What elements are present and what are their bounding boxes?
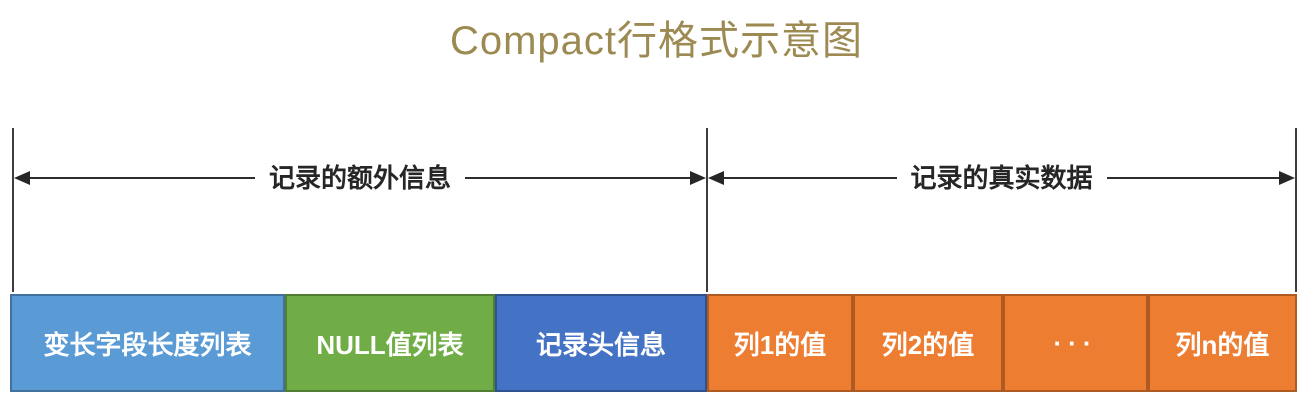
dimension-label-real-data: 记录的真实数据 xyxy=(910,163,1093,193)
row-cell-columnN-value: 列n的值 xyxy=(1148,294,1297,392)
diagram-title: Compact行格式示意图 xyxy=(449,19,864,63)
dimension-tick-left xyxy=(12,128,14,292)
dimension-line xyxy=(465,177,691,179)
row-cell-ellipsis: ··· xyxy=(1003,294,1148,392)
row-cell-record-header-info: 记录头信息 xyxy=(495,294,707,392)
arrowhead-right-icon xyxy=(1279,171,1296,185)
dimension-tick-right xyxy=(1295,128,1297,292)
row-cell-column1-value: 列1的值 xyxy=(707,294,853,392)
dimension-line xyxy=(30,177,255,179)
dimension-label-extra-info: 记录的额外信息 xyxy=(269,163,452,193)
row-cell-variable-length-field-list: 变长字段长度列表 xyxy=(10,294,285,392)
row-cell-column2-value: 列2的值 xyxy=(853,294,1003,392)
record-row: 变长字段长度列表 NULL值列表 记录头信息 列1的值 列2的值 ··· 列n的… xyxy=(10,294,1297,392)
arrowhead-left-icon xyxy=(708,171,724,185)
arrowhead-left-icon xyxy=(14,171,30,185)
row-cell-null-value-list: NULL值列表 xyxy=(285,294,495,392)
dimension-real-data: 记录的真实数据 xyxy=(708,162,1296,194)
dimension-tick-middle xyxy=(706,128,708,292)
dimension-line xyxy=(1106,177,1280,179)
arrowhead-right-icon xyxy=(690,171,707,185)
dimension-extra-info: 记录的额外信息 xyxy=(14,162,707,194)
dimension-line xyxy=(724,177,897,179)
